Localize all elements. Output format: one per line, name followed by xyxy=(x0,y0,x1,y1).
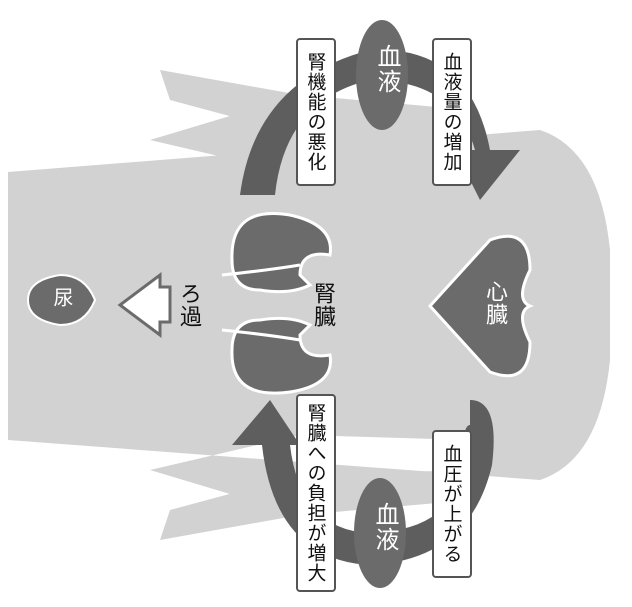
box-blood-volume-increase: 血液量の増加 xyxy=(432,38,472,186)
box-kidney-function-worsens: 腎機能の悪化 xyxy=(296,38,336,186)
box-blood-pressure-rises: 血圧が上がる xyxy=(432,430,472,578)
box-kidney-burden-increase: 腎臓への負担が増大 xyxy=(296,394,336,592)
heart-label: 心臓 xyxy=(478,280,510,326)
blood-label-bottom: 血液 xyxy=(368,502,403,552)
blood-label-top: 血液 xyxy=(370,44,405,94)
urine-label: 尿 xyxy=(48,287,77,308)
kidney-label: 腎臓 xyxy=(306,282,338,328)
filtration-label: ろ過 xyxy=(172,282,204,328)
